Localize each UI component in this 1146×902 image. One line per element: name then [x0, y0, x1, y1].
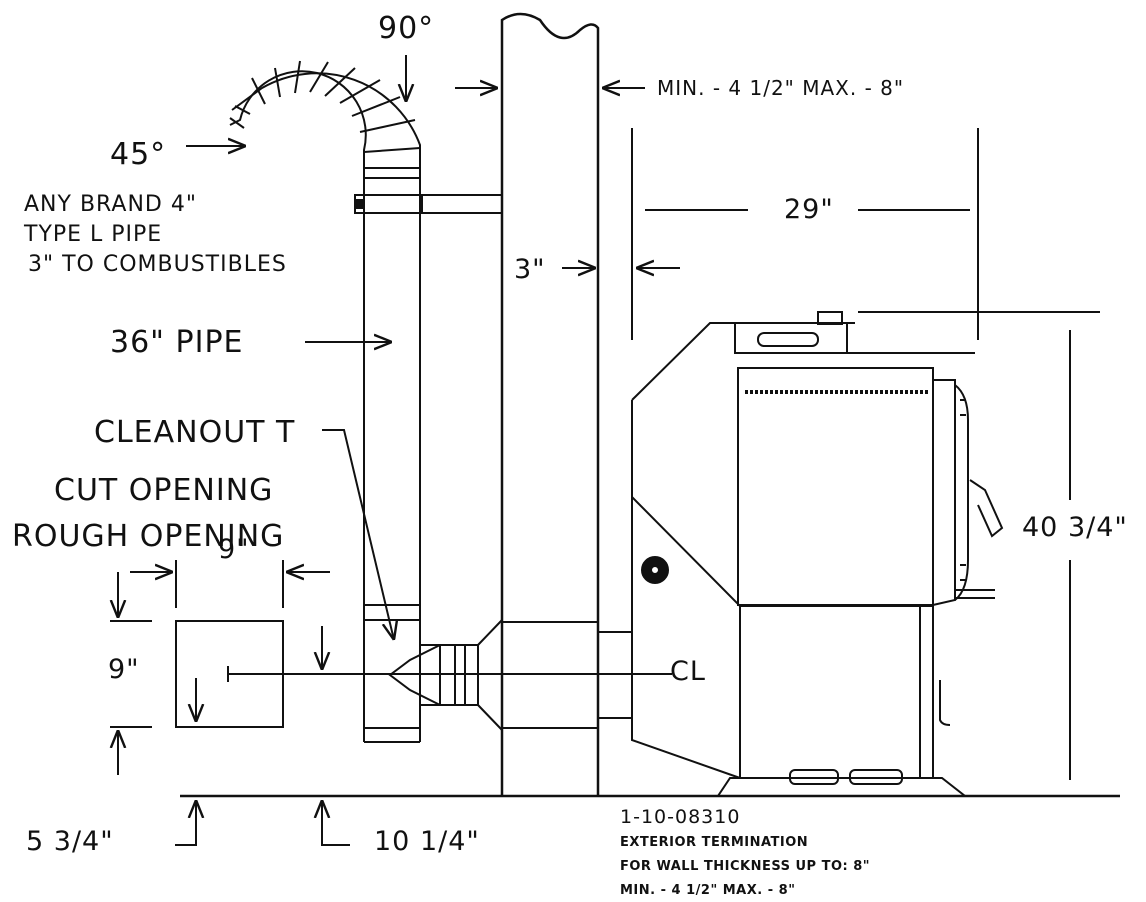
- cut-opening-label: CUT OPENING: [54, 473, 274, 508]
- caption-line-3: MIN. - 4 1/2" MAX. - 8": [620, 883, 796, 898]
- part-number: 1-10-08310: [620, 806, 741, 828]
- vertical-pipe: [364, 160, 420, 742]
- caption-line-1: EXTERIOR TERMINATION: [620, 835, 809, 850]
- elbow-fitting: [230, 61, 420, 160]
- wall-bracket: [355, 195, 502, 213]
- angle-90-label: 90°: [378, 11, 435, 46]
- pipe-36-label: 36" PIPE: [110, 325, 244, 360]
- wall: [502, 14, 598, 796]
- cleanout-label: CLEANOUT T: [94, 415, 296, 450]
- rough-opening-label: ROUGH OPENING: [12, 519, 285, 554]
- dim-29-label: 29": [784, 194, 834, 225]
- pipe-brand-label-1: ANY BRAND 4": [24, 192, 197, 217]
- dim-10-1-4-label: 10 1/4": [374, 826, 480, 857]
- min-max-wall-label: MIN. - 4 1/2" MAX. - 8": [657, 76, 905, 100]
- centerline-label: CL: [670, 656, 706, 687]
- caption-line-2: FOR WALL THICKNESS UP TO: 8": [620, 859, 871, 874]
- angle-45-label: 45°: [110, 137, 167, 172]
- dim-3-label: 3": [514, 254, 546, 285]
- pipe-brand-label-3: 3" TO COMBUSTIBLES: [28, 252, 287, 277]
- stove: [632, 312, 1002, 796]
- dim-40-3-4-label: 40 3/4": [1022, 512, 1128, 543]
- pipe-brand-label-2: TYPE L PIPE: [24, 222, 163, 247]
- dim-5-3-4-label: 5 3/4": [26, 826, 114, 857]
- dim-9-width-label: 9": [218, 534, 250, 565]
- dim-9-height-label: 9": [108, 654, 140, 685]
